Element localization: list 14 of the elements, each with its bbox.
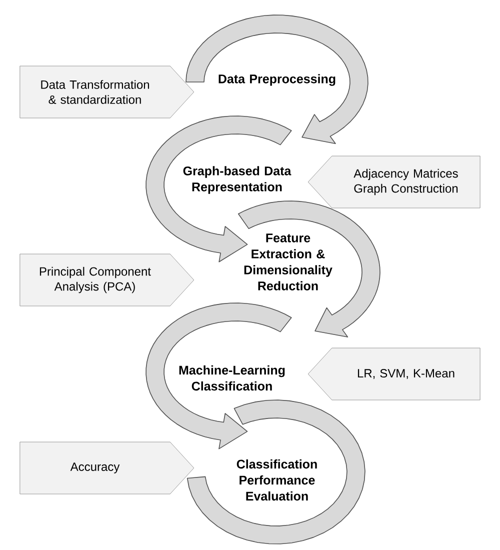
callout-box: Accuracy	[20, 442, 194, 494]
curved-arrow	[146, 116, 292, 262]
curved-arrow	[146, 302, 292, 450]
callout-box: Adjacency Matrices Graph Construction	[308, 156, 480, 208]
callout-box: Data Transformation & standardization	[20, 66, 194, 118]
callout-box: LR, SVM, K-Mean	[308, 348, 480, 400]
stage-label: Machine-Learning Classification	[179, 365, 285, 391]
stage-label: Data Preprocessing	[218, 74, 336, 86]
stage-label: Graph-based Data Representation	[183, 166, 292, 194]
curved-arrow	[238, 200, 380, 338]
stage-label: Feature Extraction & Dimensionality Reduction	[244, 234, 332, 290]
stage-label: Classification Performance Evaluation	[236, 459, 317, 501]
curved-arrow	[186, 14, 368, 144]
callout-box: Principal Component Analysis (PCA)	[20, 254, 194, 306]
